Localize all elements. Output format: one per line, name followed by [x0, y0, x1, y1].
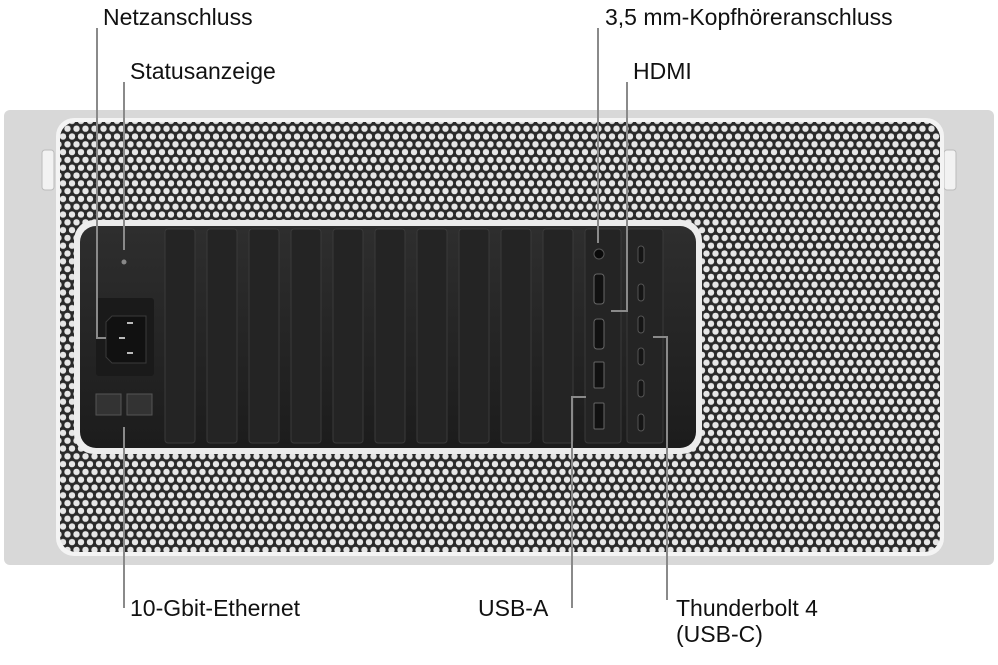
thunderbolt-ports — [637, 245, 645, 432]
label-power: Netzanschluss — [103, 4, 253, 30]
usb-a-port-2 — [593, 402, 605, 430]
label-status: Statusanzeige — [130, 58, 276, 84]
power-port — [105, 315, 147, 364]
label-thunderbolt-line1: Thunderbolt 4 — [676, 595, 818, 621]
thunderbolt-port — [637, 347, 645, 366]
rack-handle-right — [943, 149, 957, 191]
leader-thunderbolt — [653, 336, 668, 600]
hdmi-port-1 — [593, 273, 605, 305]
rack-handle-left — [41, 149, 55, 191]
slot-cover — [416, 228, 448, 444]
thunderbolt-port — [637, 315, 645, 334]
label-ethernet: 10-Gbit-Ethernet — [130, 595, 301, 621]
leader-usba — [571, 396, 586, 608]
leader-lines — [96, 28, 668, 608]
slot-cover — [206, 228, 238, 444]
status-light — [121, 259, 127, 265]
thunderbolt-port — [637, 379, 645, 398]
label-thunderbolt: Thunderbolt 4 (USB-C) — [676, 595, 818, 647]
leader-hdmi — [611, 82, 628, 312]
leader-power — [96, 28, 106, 339]
label-hdmi: HDMI — [633, 58, 692, 84]
slot-cover — [542, 228, 574, 444]
headphone-jack — [593, 248, 605, 260]
label-thunderbolt-line2: (USB-C) — [676, 621, 763, 647]
slot-cover — [290, 228, 322, 444]
slot-cover — [374, 228, 406, 444]
label-usba: USB-A — [478, 595, 549, 621]
usb-a-port-1 — [593, 361, 605, 389]
slot-cover — [500, 228, 532, 444]
thunderbolt-port — [637, 245, 645, 264]
slot-cover — [248, 228, 280, 444]
thunderbolt-port — [637, 413, 645, 432]
thunderbolt-port — [637, 283, 645, 302]
slot-cover — [164, 228, 196, 444]
hdmi-port-2 — [593, 318, 605, 350]
slot-cover — [332, 228, 364, 444]
ethernet-port-1 — [95, 393, 122, 416]
ethernet-port-2 — [126, 393, 153, 416]
label-headphone: 3,5 mm-Kopfhöreranschluss — [605, 4, 893, 30]
slot-cover — [458, 228, 490, 444]
